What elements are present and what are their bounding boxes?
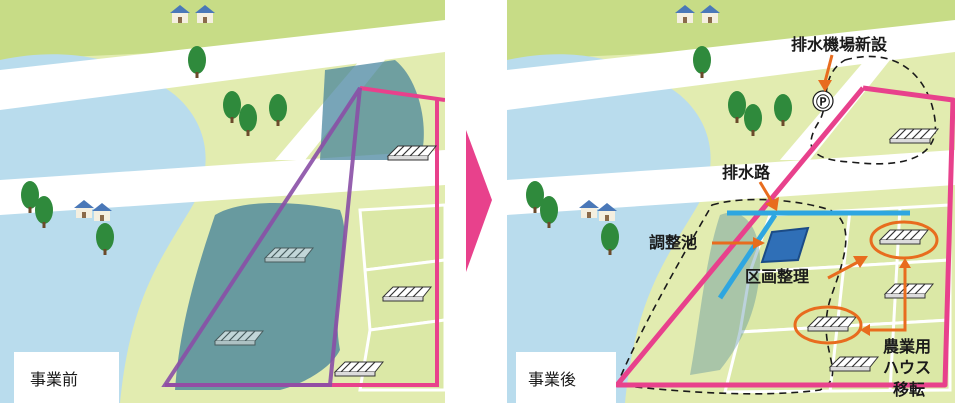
project-boundary <box>359 86 445 102</box>
flood-boundary <box>161 86 362 387</box>
relocated-greenhouse-highlight <box>869 220 939 260</box>
drainage-channel <box>717 213 778 300</box>
retention-pond <box>760 226 810 264</box>
pump-station-symbol <box>812 90 834 112</box>
middle-road <box>0 150 445 215</box>
retention-pond-label: 調整池 <box>649 233 697 252</box>
greenhouse-relocation-label-line2: ハウス <box>883 358 931 377</box>
pump-symbol-letter: Ⓟ <box>816 94 830 111</box>
field-plots <box>358 203 445 392</box>
greenhouse-relocation-label-line3: 移転 <box>893 380 925 399</box>
caption-before: 事業前 <box>30 370 78 389</box>
pump-area-outline <box>810 55 937 165</box>
flood-area-upper <box>320 60 424 160</box>
annotation-arrows <box>712 54 911 336</box>
drainage-channel-label: 排水路 <box>722 163 771 182</box>
relocated-greenhouse-highlight <box>793 305 863 345</box>
caption-box <box>516 352 616 403</box>
greenhouse-relocation-label-line1: 農業用 <box>883 337 931 356</box>
project-boundary <box>614 85 955 388</box>
upper-road <box>507 20 955 110</box>
land-consolidation-label: 区画整理 <box>745 267 809 286</box>
caption-after: 事業後 <box>528 370 576 389</box>
pump-station-label: 排水機場新設 <box>791 35 888 54</box>
consolidated-plots <box>723 203 952 394</box>
before-panel: 事業前 <box>0 0 445 403</box>
after-panel: Ⓟ 排水機場新設 排水路 調整池 区画整理 農業用 ハウス 移転 事業後 <box>507 0 955 403</box>
middle-road <box>507 150 955 215</box>
upper-road <box>0 20 445 110</box>
caption-box <box>14 352 119 403</box>
diagonal-road <box>780 60 890 160</box>
transition-arrow <box>466 130 492 272</box>
